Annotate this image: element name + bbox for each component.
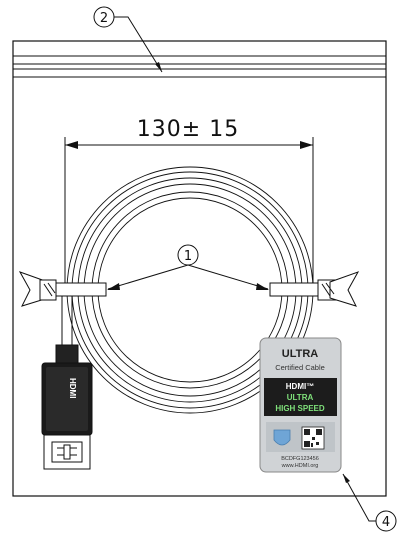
dimension-text: 130± 15 xyxy=(137,117,239,142)
hdmi-connector xyxy=(41,362,93,436)
callout-4-text: 4 xyxy=(382,515,390,530)
callout-2-text: 2 xyxy=(100,11,108,26)
hdmi-connector-mark: HDMI xyxy=(68,378,77,398)
callout-4-arrowhead xyxy=(343,474,350,483)
label-title: ULTRA xyxy=(282,348,319,360)
label-high-speed: HIGH SPEED xyxy=(275,404,325,413)
dimension-arrow-right xyxy=(300,141,313,149)
label-url: www.HDMI.org xyxy=(281,463,319,469)
zip-seal xyxy=(13,55,386,78)
cable-tie-right xyxy=(269,271,360,307)
callout-1-leader-left xyxy=(107,264,189,290)
dimension-lines xyxy=(64,137,314,290)
hdmi-plug-tip xyxy=(43,434,91,470)
bag-outline xyxy=(12,40,387,497)
connector-cable xyxy=(61,296,73,345)
label-ultra: ULTRA xyxy=(287,393,314,402)
label-brand: HDMI™ xyxy=(286,382,314,391)
callout-2-leader xyxy=(114,16,163,73)
qr-code-icon xyxy=(301,426,325,450)
connector-strain-relief xyxy=(55,344,79,364)
callout-1-leader-right xyxy=(187,264,269,290)
label-code: BCDFG123456 xyxy=(281,456,319,462)
callout-1-arrowhead-left xyxy=(107,283,120,290)
certification-label xyxy=(259,337,342,473)
dimension-arrow-left xyxy=(65,141,78,149)
callout-1-arrowhead-right xyxy=(256,283,269,290)
shield-icon xyxy=(273,429,291,446)
label-subtitle: Certified Cable xyxy=(275,363,325,372)
callout-1-text: 1 xyxy=(184,249,192,264)
callout-4-leader xyxy=(342,473,376,522)
callout-4-circle xyxy=(375,510,397,532)
callout-2-arrowhead xyxy=(155,62,162,72)
cable-tie-left xyxy=(18,271,107,307)
